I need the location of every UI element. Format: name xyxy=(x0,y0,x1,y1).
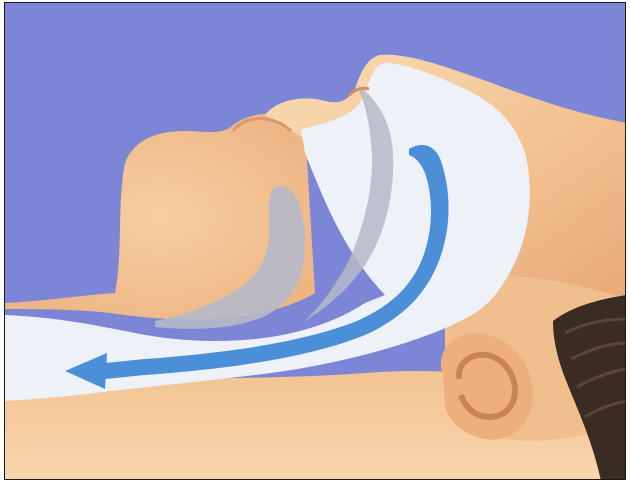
airway-illustration xyxy=(5,3,626,480)
illustration-frame xyxy=(4,2,626,480)
